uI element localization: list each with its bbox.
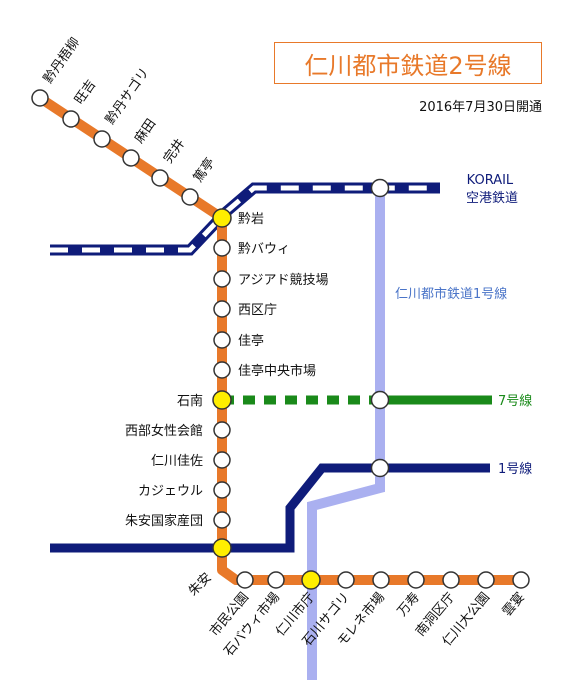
station-nodes xyxy=(31,89,530,590)
station-node xyxy=(213,451,231,469)
station-node xyxy=(236,571,254,589)
station-node xyxy=(267,571,285,589)
interchange-line7 xyxy=(370,390,390,410)
station-node xyxy=(477,571,495,589)
incheon-line1-track xyxy=(307,188,385,680)
station-label: 雲宴 xyxy=(499,589,528,619)
station-node xyxy=(213,270,231,288)
station-label: 黔岩 xyxy=(238,212,264,227)
line7-label: 7号線 xyxy=(498,393,532,409)
station-node xyxy=(151,169,169,187)
station-label: 佳亭中央市場 xyxy=(238,363,316,379)
line2-track xyxy=(37,93,522,585)
station-label: 篤亭 xyxy=(190,155,218,185)
station-label: 万寿 xyxy=(395,590,423,620)
line1-track xyxy=(50,463,490,553)
station-label: 黔丹梧柳 xyxy=(41,35,83,86)
station-label: 朱安 xyxy=(186,570,215,599)
station-label: アジアド競技場 xyxy=(238,273,328,288)
vertical-labels: 黔岩 黔バウィ アジアド競技場 西区庁 佳亭 佳亭中央市場 石南 西部女性会館 … xyxy=(125,212,329,599)
station-node-transfer xyxy=(212,390,232,410)
station-label: 旺吉 xyxy=(72,77,99,107)
station-node xyxy=(122,149,140,167)
station-node xyxy=(372,571,390,589)
station-label: 石南 xyxy=(177,393,203,409)
station-node-transfer xyxy=(212,208,232,228)
station-label: 仁川佳佐 xyxy=(151,454,203,469)
station-node xyxy=(442,571,460,589)
station-node xyxy=(93,130,111,148)
korail-label-line1: KORAIL xyxy=(467,173,514,188)
station-node xyxy=(213,239,231,257)
station-label: 朱安国家産団 xyxy=(125,513,203,529)
station-node xyxy=(213,331,231,349)
station-node xyxy=(62,110,80,128)
station-label: 黔バウィ xyxy=(238,242,290,257)
interchange-korail xyxy=(370,178,390,198)
station-node-transfer xyxy=(301,570,321,590)
line1-label: 1号線 xyxy=(498,461,532,477)
station-node xyxy=(213,361,231,379)
interchange-line1 xyxy=(370,458,390,478)
station-label: 麻田 xyxy=(132,116,159,146)
bottom-labels: 市民公園 石バウィ市場 仁川市庁 石川サゴリ モレネ市場 万寿 南洞区庁 仁川大… xyxy=(206,589,528,659)
map-title: 仁川都市鉄道2号線 xyxy=(304,51,512,80)
station-label: 完井 xyxy=(161,136,188,166)
opening-date: 2016年7月30日開通 xyxy=(419,100,542,115)
station-label: 西部女性会館 xyxy=(125,423,203,439)
title-box: 仁川都市鉄道2号線 xyxy=(274,42,542,84)
station-node xyxy=(213,511,231,529)
station-node xyxy=(213,481,231,499)
korail-label-line2: 空港鉄道 xyxy=(466,191,518,206)
station-label: 西区庁 xyxy=(238,303,277,318)
station-node xyxy=(213,421,231,439)
station-node xyxy=(407,571,425,589)
station-label: カジェウル xyxy=(138,484,203,499)
station-node xyxy=(213,300,231,318)
station-node xyxy=(181,188,199,206)
station-node-transfer xyxy=(212,538,232,558)
station-node xyxy=(31,89,49,107)
station-node xyxy=(512,571,530,589)
incheon1-label: 仁川都市鉄道1号線 xyxy=(395,286,507,302)
station-node xyxy=(337,571,355,589)
korail-label: KORAIL 空港鉄道 xyxy=(466,173,518,206)
station-label: 佳亭 xyxy=(238,333,264,349)
